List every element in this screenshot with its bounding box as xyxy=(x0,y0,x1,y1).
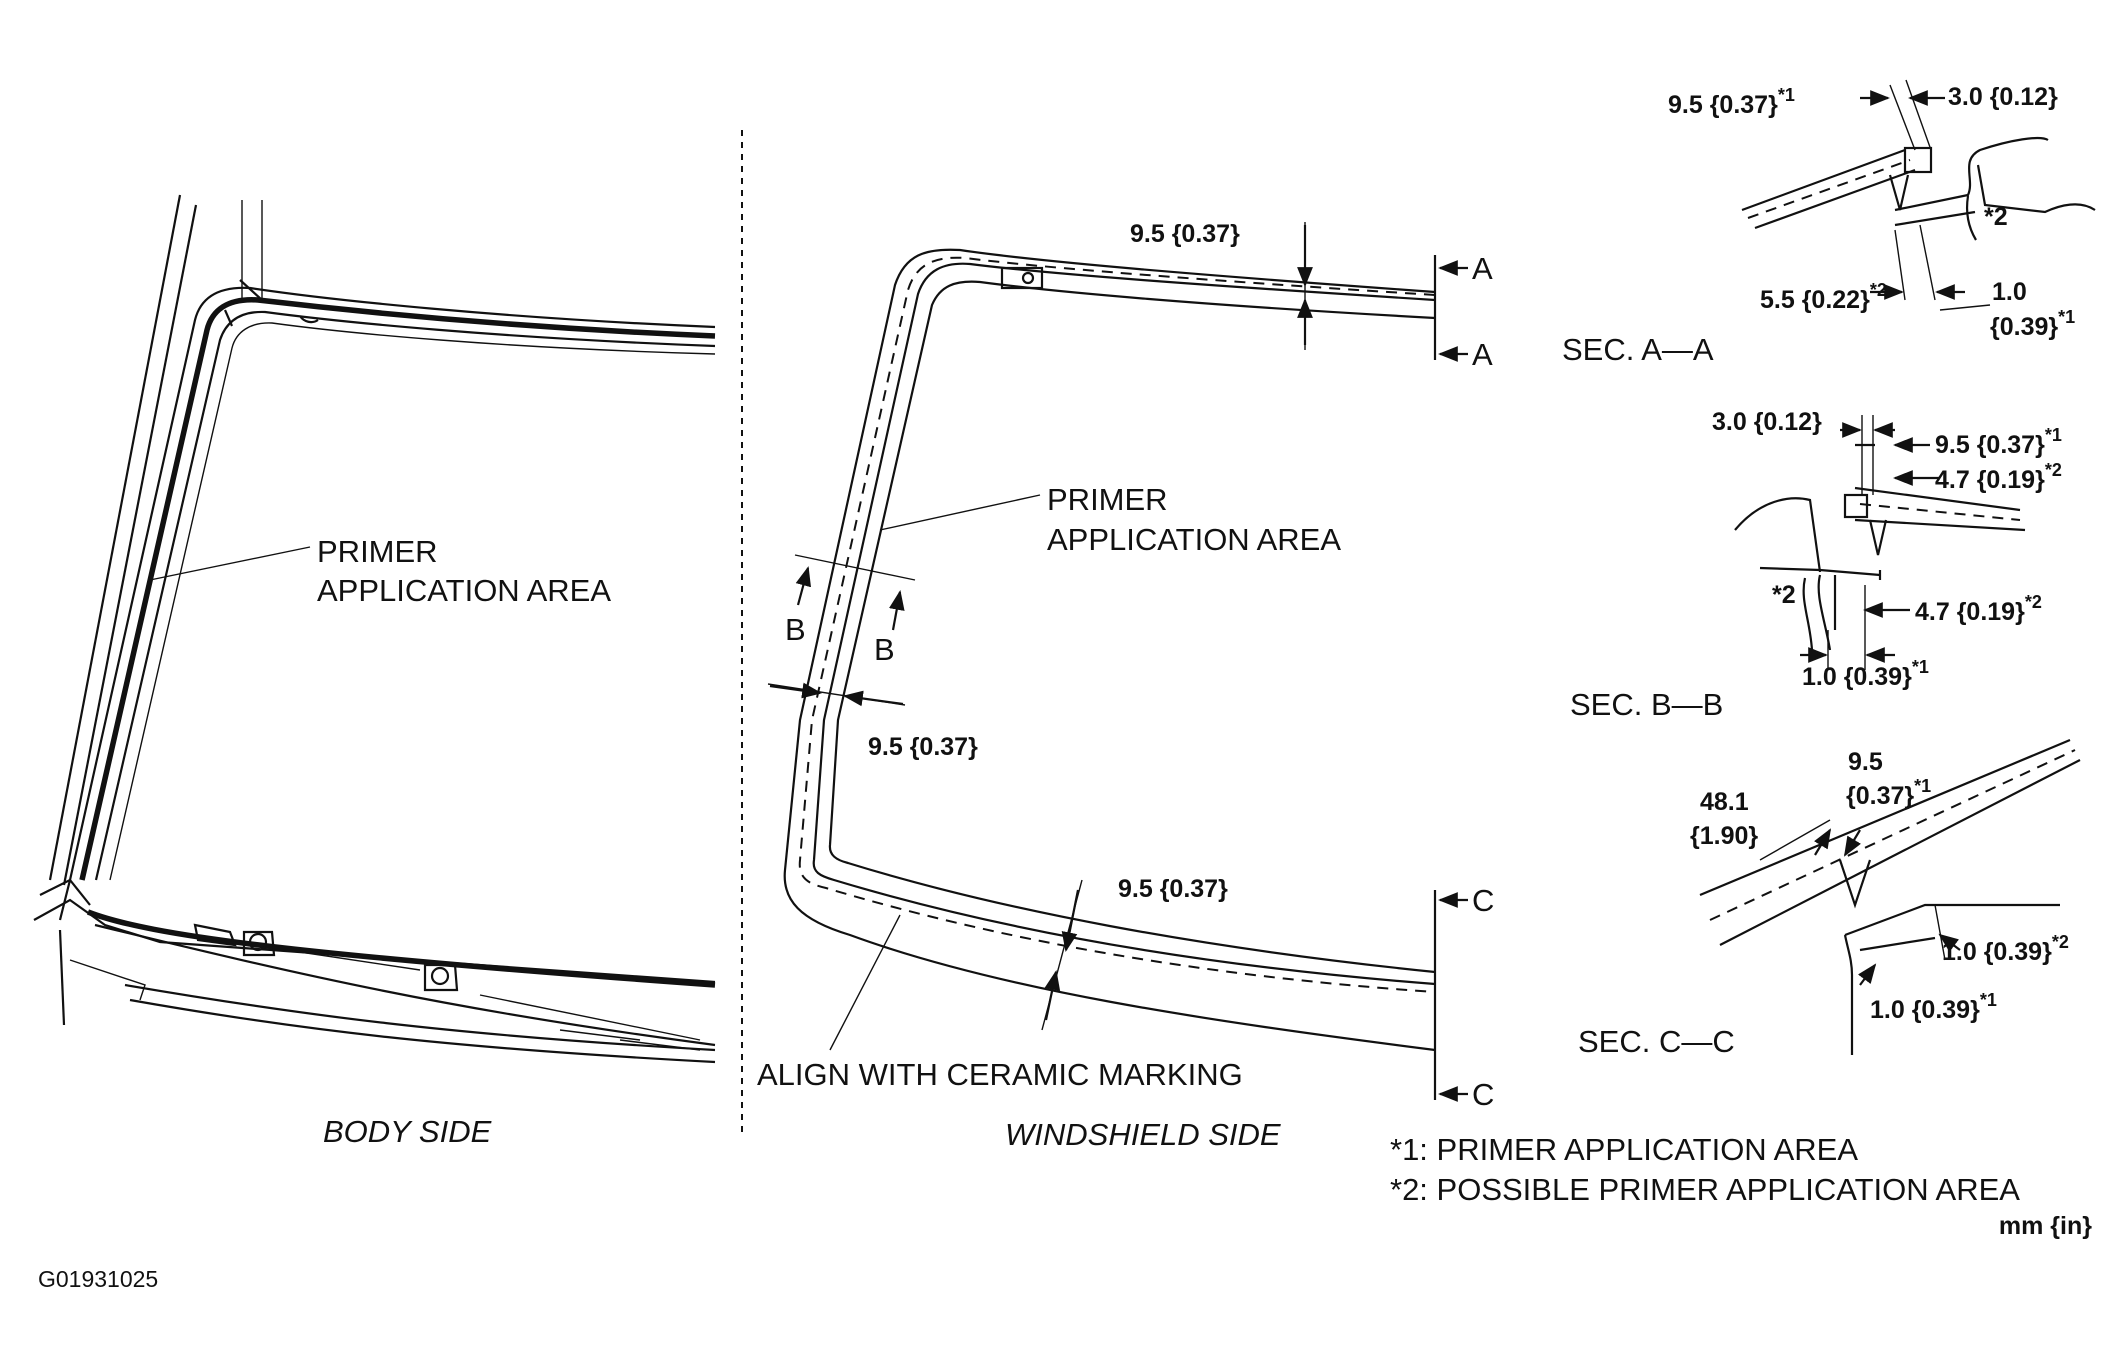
sec-c-dim-a-1: 48.1 xyxy=(1700,788,1749,816)
windshield-label-line1: PRIMER xyxy=(1047,482,1168,517)
sec-b-mark-star2: *2 xyxy=(1772,581,1796,609)
sec-a-dim-top-left: 9.5 {0.37}*1 xyxy=(1668,85,1795,119)
section-b-b: *2 3.0 {0.12} 9.5 {0.37}*1 4.7 {0.19}*2 … xyxy=(1570,408,2062,722)
sec-b-title: SEC. B—B xyxy=(1570,687,1723,722)
section-a-a: *2 9.5 {0.37}*1 3.0 {0.12} 5.5 {0.22}*2 … xyxy=(1562,79,2096,367)
sec-c-dim-b-2: {0.37}*1 xyxy=(1846,776,1931,810)
windshield-side-caption: WINDSHIELD SIDE xyxy=(1005,1117,1281,1152)
sec-b-dim-e: 1.0 {0.39}*1 xyxy=(1802,657,1929,691)
legend-note-1: *1: PRIMER APPLICATION AREA xyxy=(1390,1132,1858,1167)
marker-b-left: B xyxy=(785,612,806,647)
body-side-label-line2: APPLICATION AREA xyxy=(317,573,611,608)
body-side-caption: BODY SIDE xyxy=(323,1114,492,1149)
marker-b-right: B xyxy=(874,632,895,667)
sec-b-dim-a: 3.0 {0.12} xyxy=(1712,408,1822,436)
legend: *1: PRIMER APPLICATION AREA *2: POSSIBLE… xyxy=(1390,1132,2092,1240)
sec-c-dim-a-2: {1.90} xyxy=(1690,822,1758,850)
section-c-c: 48.1 {1.90} 9.5 {0.37}*1 1.0 {0.39}*2 1.… xyxy=(1578,738,2081,1059)
sec-c-dim-c: 1.0 {0.39}*2 xyxy=(1942,932,2069,966)
sec-a-dim-bottom-right-1: 1.0 xyxy=(1992,278,2027,306)
figure-id: G01931025 xyxy=(38,1266,158,1292)
units-label: mm {in} xyxy=(1999,1212,2092,1240)
legend-note-2: *2: POSSIBLE PRIMER APPLICATION AREA xyxy=(1390,1172,2020,1207)
windshield-dim-left: 9.5 {0.37} xyxy=(868,733,978,761)
sec-b-dim-b: 9.5 {0.37}*1 xyxy=(1935,425,2062,459)
windshield-dim-bottom: 9.5 {0.37} xyxy=(1118,875,1228,903)
body-side-label-line1: PRIMER xyxy=(317,534,438,569)
sec-b-dim-d: 4.7 {0.19}*2 xyxy=(1915,592,2042,626)
sec-a-dim-top-right: 3.0 {0.12} xyxy=(1948,83,2058,111)
sec-c-dim-d: 1.0 {0.39}*1 xyxy=(1870,990,1997,1024)
sec-c-dim-b-1: 9.5 xyxy=(1848,748,1883,776)
windshield-label-line2: APPLICATION AREA xyxy=(1047,522,1341,557)
marker-c-top: C xyxy=(1472,883,1494,918)
windshield-side-panel: A A C C B B 9.5 {0.37} 9.5 {0.37} 9.5 {0… xyxy=(757,220,1494,1152)
sec-a-title: SEC. A—A xyxy=(1562,332,1714,367)
marker-a-top: A xyxy=(1472,251,1493,286)
sec-a-mark-star2: *2 xyxy=(1984,203,2008,231)
align-label: ALIGN WITH CERAMIC MARKING xyxy=(757,1057,1243,1092)
sec-a-dim-bottom-left: 5.5 {0.22}*2 xyxy=(1760,280,1887,314)
sec-c-title: SEC. C—C xyxy=(1578,1024,1735,1059)
sec-a-dim-bottom-right-2: {0.39}*1 xyxy=(1990,307,2075,341)
windshield-dim-top: 9.5 {0.37} xyxy=(1130,220,1240,248)
sec-b-dim-c: 4.7 {0.19}*2 xyxy=(1935,460,2062,494)
marker-c-bottom: C xyxy=(1472,1077,1494,1112)
marker-a-bottom: A xyxy=(1472,337,1493,372)
body-side-panel: PRIMER APPLICATION AREA BODY SIDE xyxy=(33,194,716,1149)
